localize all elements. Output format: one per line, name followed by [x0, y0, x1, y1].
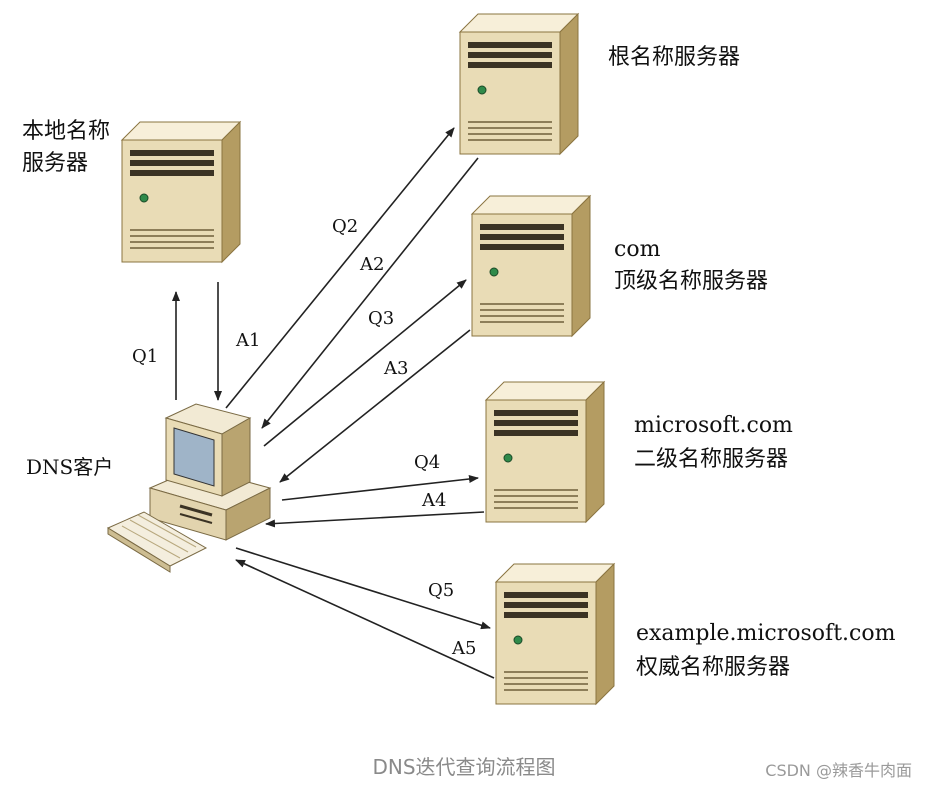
arrow-q2 — [225, 127, 455, 409]
arrow-a4 — [265, 511, 485, 528]
local-server-label-line1: 本地名称 — [22, 119, 110, 144]
arrow-q5 — [235, 547, 491, 630]
arrow-a2 — [261, 157, 479, 429]
label-q4: Q4 — [414, 452, 440, 473]
example-server-icon — [495, 563, 615, 705]
com-server-label-line1: com — [614, 237, 661, 262]
label-a3: A3 — [383, 358, 408, 379]
label-q3: Q3 — [368, 308, 394, 329]
label-a2: A2 — [359, 254, 384, 275]
arrow-q3 — [263, 279, 467, 447]
label-q2: Q2 — [332, 216, 358, 237]
com-server-icon — [471, 195, 591, 337]
label-q1: Q1 — [132, 346, 158, 367]
local-server-icon — [121, 121, 241, 263]
microsoft-server-icon — [485, 381, 605, 523]
microsoft-server-label-line1: microsoft.com — [634, 413, 793, 438]
example-server-label-line2: 权威名称服务器 — [636, 655, 790, 680]
arrow-q4 — [281, 475, 479, 501]
label-a5: A5 — [451, 638, 476, 659]
arrow-a5 — [235, 559, 495, 679]
label-a4: A4 — [421, 490, 446, 511]
local-server-label-line2: 服务器 — [22, 151, 88, 176]
arrow-a3 — [279, 329, 471, 483]
microsoft-server-label-line2: 二级名称服务器 — [634, 447, 788, 472]
dns-client-label: DNS客户 — [26, 455, 113, 479]
dns-client-computer-icon — [106, 403, 272, 573]
watermark: CSDN @辣香牛肉面 — [765, 761, 912, 780]
root-server-label: 根名称服务器 — [608, 45, 740, 70]
label-a1: A1 — [235, 330, 260, 351]
label-q5: Q5 — [428, 580, 454, 601]
root-server-icon — [459, 13, 579, 155]
diagram-caption: DNS迭代查询流程图 — [372, 755, 555, 779]
com-server-label-line2: 顶级名称服务器 — [614, 269, 768, 294]
example-server-label-line1: example.microsoft.com — [636, 621, 896, 646]
